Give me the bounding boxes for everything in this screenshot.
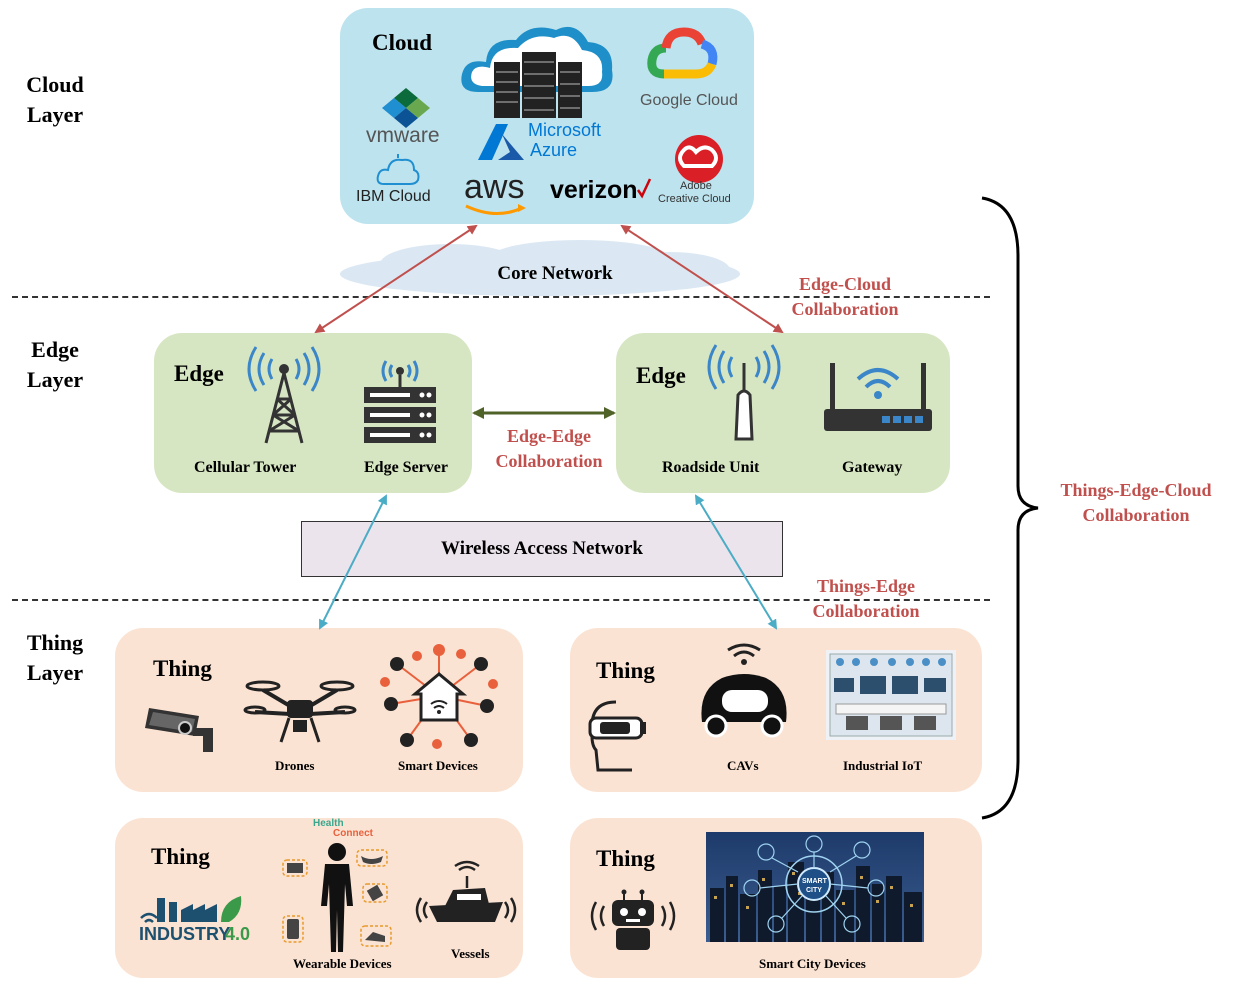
- roadside-unit-icon: [707, 344, 781, 441]
- smart-city-devices-label: Smart City Devices: [759, 956, 866, 971]
- wireless-access-network-label: Wireless Access Network: [441, 538, 643, 559]
- thing-4-title: Thing: [596, 846, 655, 871]
- azure-logo-icon: [478, 124, 524, 160]
- industry-version-text: 4.0: [225, 924, 251, 944]
- edge-panel-left: Edge Cellu: [154, 333, 472, 493]
- cavs-label: CAVs: [727, 758, 759, 773]
- adobe-cc-icon: [675, 135, 723, 183]
- aws-smile-icon: [465, 204, 526, 215]
- smart-city-text-1: SMART: [802, 878, 827, 885]
- core-network-label: Core Network: [497, 263, 613, 284]
- roadside-unit-label: Roadside Unit: [662, 459, 760, 476]
- smart-devices-label: Smart Devices: [398, 758, 478, 773]
- thing-1-title: Thing: [153, 656, 212, 681]
- verizon-logo-text: verizon: [550, 176, 638, 204]
- google-cloud-icon: [647, 27, 718, 79]
- vr-headset-icon: [588, 700, 646, 772]
- ibm-cloud-icon: [376, 154, 420, 185]
- azure-logo-text-1: Microsoft: [528, 120, 602, 140]
- robot-icon: [590, 889, 676, 950]
- thing-3-title: Thing: [151, 844, 210, 869]
- things-edge-cloud-bracket: [981, 196, 1039, 820]
- cloud-layer-label: Cloud Layer: [26, 72, 84, 127]
- thing-2-title: Thing: [596, 658, 655, 683]
- edge-cloud-collab-label: Edge-Cloud Collaboration: [791, 274, 899, 319]
- things-edge-cloud-collab-label: Things-Edge-Cloud Collaboration: [1060, 480, 1212, 525]
- thing-panel-1: Thing: [115, 628, 523, 792]
- thing-panel-4: Thing: [570, 818, 982, 978]
- aws-logo-text: aws: [464, 168, 525, 206]
- edge-thing-separator: [12, 599, 990, 601]
- industry-4-0-icon: [140, 896, 242, 923]
- cloud-panel: Cloud vmware IBM Cloud Microsoft Azure: [340, 8, 754, 224]
- smart-city-text-2: CITY: [806, 887, 822, 894]
- edge-server-label: Edge Server: [364, 459, 448, 476]
- industrial-iot-icon: [826, 650, 956, 740]
- gateway-icon: [824, 363, 932, 431]
- cloud-edge-separator: [12, 296, 990, 298]
- cloud-title: Cloud: [372, 30, 433, 55]
- edge-layer-label: Edge Layer: [26, 337, 84, 392]
- drone-icon: [243, 680, 357, 743]
- adobe-text-1: Adobe: [680, 180, 712, 192]
- vmware-logo-icon: [382, 88, 430, 128]
- cellular-tower-icon: [247, 346, 321, 444]
- wearable-devices-label: Wearable Devices: [293, 956, 392, 971]
- health-connect-text-1: Health: [313, 818, 344, 829]
- edge-server-icon: [364, 360, 436, 443]
- cav-car-icon: [701, 643, 787, 738]
- things-edge-collab-label: Things-Edge Collaboration: [812, 576, 920, 621]
- ibm-cloud-text: IBM Cloud: [356, 188, 431, 205]
- edge-right-title: Edge: [636, 363, 686, 388]
- vessel-icon: [415, 860, 517, 923]
- wearable-person-icon: [282, 843, 392, 952]
- verizon-check-icon: [636, 178, 652, 199]
- industry-text: INDUSTRY: [139, 924, 231, 944]
- edge-edge-collab-label: Edge-Edge Collaboration: [495, 426, 603, 471]
- drones-label: Drones: [275, 758, 315, 773]
- cellular-tower-label: Cellular Tower: [194, 459, 297, 476]
- smart-devices-icon: [380, 644, 498, 749]
- azure-logo-text-2: Azure: [530, 140, 578, 160]
- adobe-text-2: Creative Cloud: [658, 193, 731, 205]
- cctv-camera-icon: [145, 708, 213, 752]
- thing-panel-2: Thing CAVs Industrial IoT: [570, 628, 982, 792]
- vmware-logo-text: vmware: [366, 124, 440, 147]
- cloud-server-icon: [461, 26, 613, 118]
- smart-city-image: [706, 832, 924, 942]
- thing-panel-3: Thing INDUSTRY 4.0 Health Connect: [115, 818, 523, 978]
- edge-left-title: Edge: [174, 361, 224, 386]
- health-connect-text-2: Connect: [333, 828, 373, 839]
- vessels-label: Vessels: [451, 946, 490, 961]
- thing-layer-label: Thing Layer: [26, 630, 84, 685]
- industrial-iot-label: Industrial IoT: [843, 758, 923, 773]
- google-cloud-text: Google Cloud: [640, 92, 738, 109]
- edge-panel-right: Edge Roadside Unit Gateway: [616, 333, 950, 493]
- gateway-label: Gateway: [842, 459, 903, 476]
